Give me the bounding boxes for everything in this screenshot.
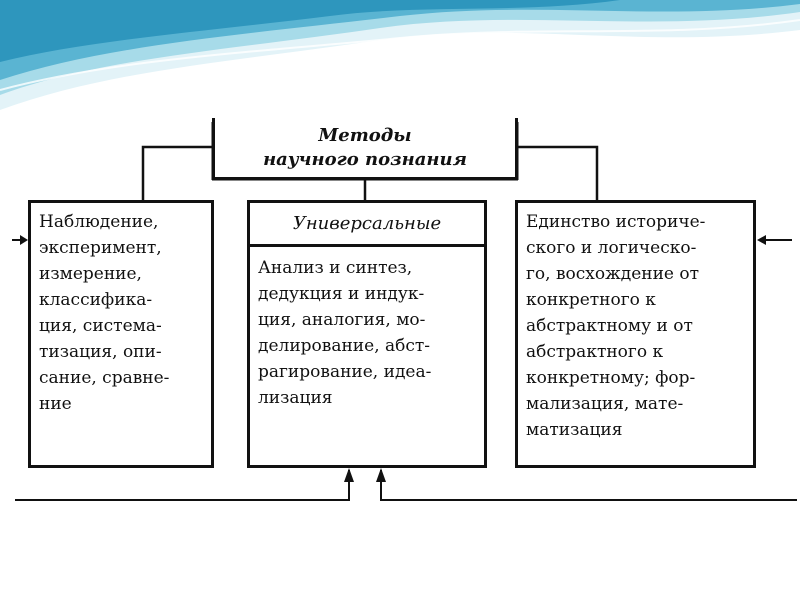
feedback-line-left: [15, 470, 350, 501]
arrowhead-up-left: [344, 468, 354, 482]
wave-highlight: [0, 19, 800, 91]
arrowhead-up-right: [376, 468, 386, 482]
feedback-line-right: [380, 470, 797, 501]
methods-title-box: Методы научного познания: [212, 118, 518, 180]
title-line-2: научного познания: [263, 148, 467, 170]
theoretical-methods-text: Единство историче- ского и логическо- го…: [526, 212, 706, 440]
universal-methods-box: Универсальные Анализ и синтез, дедукция …: [247, 200, 487, 468]
decorative-wave-header: [0, 0, 800, 110]
arrowhead-into-left-box: [20, 235, 28, 245]
wave-band-deep: [0, 0, 620, 62]
theoretical-methods-box: Единство историче- ского и логическо- го…: [515, 200, 756, 468]
connector-title-to-left: [141, 145, 212, 200]
empirical-methods-text: Наблюдение, эксперимент, измерение, клас…: [39, 212, 170, 414]
universal-methods-body: Анализ и синтез, дедукция и индук- ция, …: [250, 247, 484, 411]
universal-methods-header: Универсальные: [250, 203, 484, 247]
title-line-1: Методы: [318, 124, 412, 146]
connector-title-to-right: [518, 145, 599, 200]
arrowhead-into-right-box: [757, 235, 766, 245]
empirical-methods-box: Наблюдение, эксперимент, измерение, клас…: [28, 200, 214, 468]
universal-methods-text: Анализ и синтез, дедукция и индук- ция, …: [258, 258, 432, 408]
